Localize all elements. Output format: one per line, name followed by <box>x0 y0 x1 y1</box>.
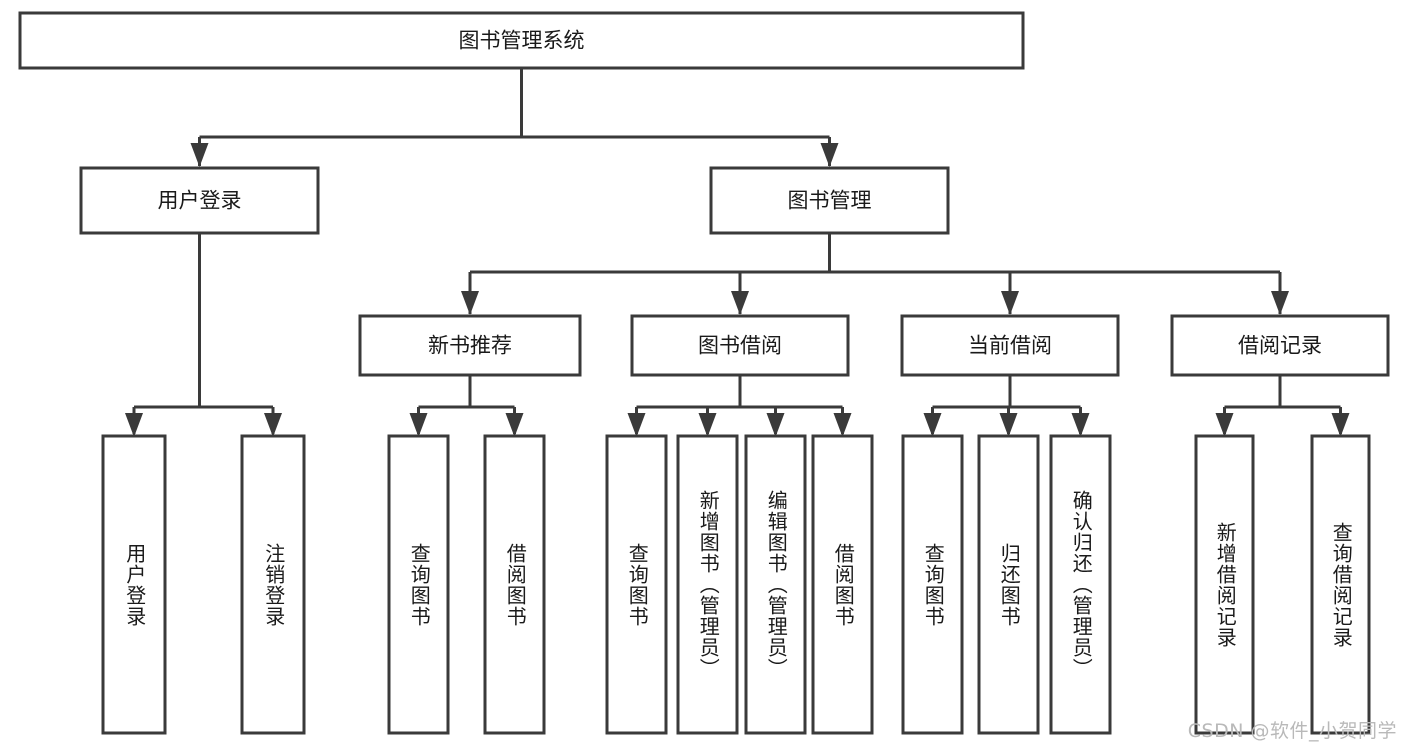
node-label-level2-0: 新书推荐 <box>428 334 512 358</box>
node-box-level1-1[interactable] <box>709 166 950 235</box>
node-label-level2-1: 图书借阅 <box>698 334 782 358</box>
node-box-leaf-10[interactable] <box>1049 434 1112 735</box>
arrow-head-icon <box>1071 413 1090 437</box>
node-box-level2-1[interactable] <box>630 314 850 377</box>
arrow-head-icon <box>125 413 143 437</box>
node-label-level1-1: 图书管理 <box>788 189 872 213</box>
node-label-level2-2: 当前借阅 <box>968 334 1052 358</box>
node-box-leaf-8[interactable] <box>901 434 964 735</box>
arrow-head-icon <box>1271 291 1289 315</box>
node-box-leaf-5[interactable] <box>676 434 739 735</box>
arrow-head-icon <box>999 413 1018 437</box>
arrow-head-icon <box>627 413 646 437</box>
arrow-head-icon <box>923 413 942 437</box>
node-box-leaf-11[interactable] <box>1194 434 1255 735</box>
node-box-leaf-12[interactable] <box>1310 434 1371 735</box>
node-box-level2-3[interactable] <box>1170 314 1390 377</box>
arrow-head-icon <box>190 143 209 167</box>
node-label-level2-3: 借阅记录 <box>1238 334 1322 358</box>
arrow-head-icon <box>264 413 282 437</box>
arrow-head-icon <box>833 413 852 437</box>
arrow-head-icon <box>766 413 785 437</box>
arrow-head-icon <box>409 413 428 437</box>
connector-lines <box>125 68 1350 437</box>
arrow-head-icon <box>461 291 479 315</box>
watermark-text: CSDN @软件_小贺同学 <box>1187 720 1397 742</box>
node-box-level2-2[interactable] <box>900 314 1120 377</box>
node-box-leaf-0[interactable] <box>101 434 167 735</box>
arrow-head-icon <box>731 291 749 315</box>
node-box-leaf-6[interactable] <box>744 434 807 735</box>
node-label-root: 图书管理系统 <box>459 29 585 53</box>
arrow-head-icon <box>698 413 717 437</box>
arrow-head-icon <box>1001 291 1019 315</box>
arrow-head-icon <box>1215 413 1234 437</box>
node-box-level1-0[interactable] <box>79 166 320 235</box>
node-box-leaf-4[interactable] <box>605 434 668 735</box>
node-label-level1-0: 用户登录 <box>158 189 242 213</box>
node-box-leaf-9[interactable] <box>977 434 1040 735</box>
node-box-leaf-3[interactable] <box>483 434 546 735</box>
node-box-leaf-1[interactable] <box>240 434 306 735</box>
node-boxes <box>18 11 1390 735</box>
node-box-leaf-7[interactable] <box>811 434 874 735</box>
node-box-leaf-2[interactable] <box>387 434 450 735</box>
arrow-head-icon <box>820 143 839 167</box>
node-box-root[interactable] <box>18 11 1025 70</box>
node-box-level2-0[interactable] <box>358 314 582 377</box>
arrow-head-icon <box>505 413 524 437</box>
arrow-head-icon <box>1331 413 1350 437</box>
